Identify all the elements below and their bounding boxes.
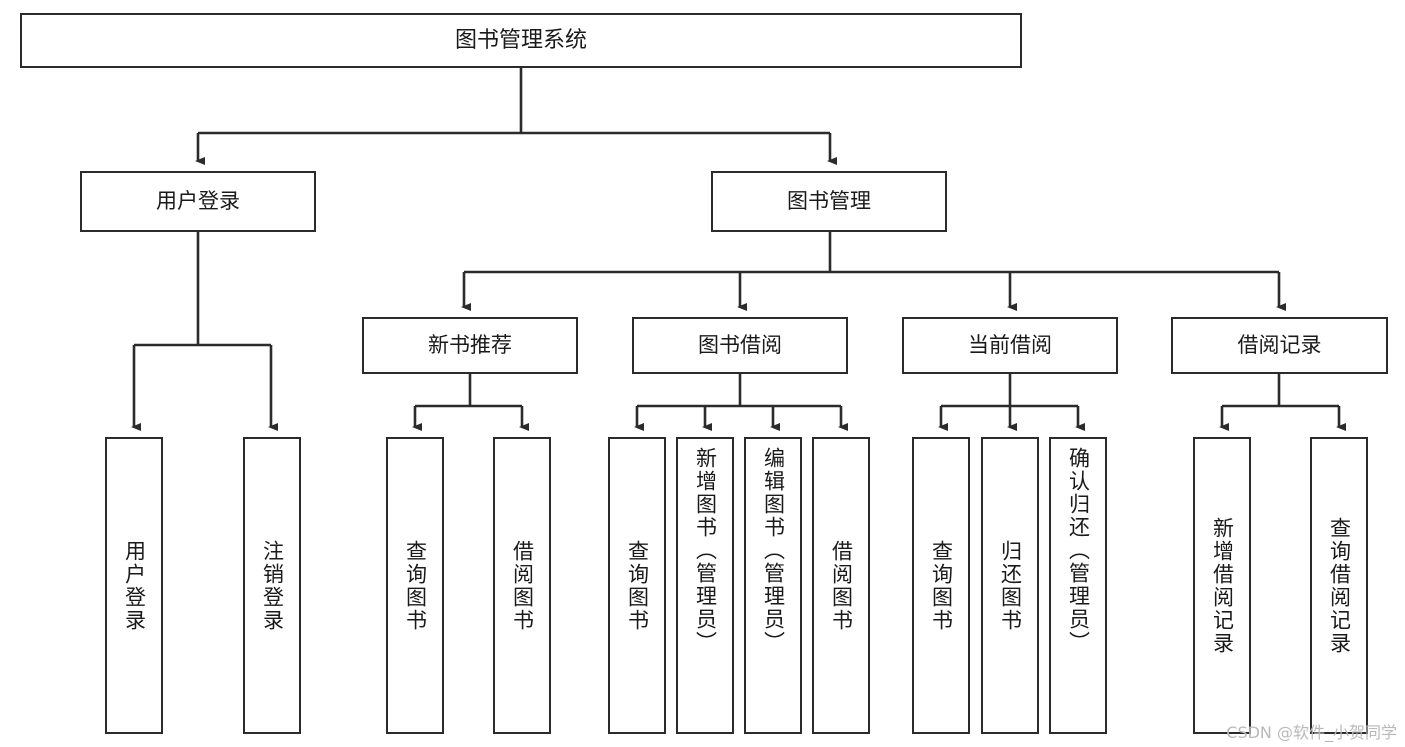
node-leaf-record-add-label: 新增借阅记录 bbox=[1210, 516, 1235, 655]
node-root[interactable]: 图书管理系统 bbox=[20, 13, 1022, 68]
node-current-borrow-label: 当前借阅 bbox=[968, 333, 1052, 358]
node-leaf-current-query-book[interactable]: 查询图书 bbox=[912, 437, 970, 734]
node-leaf-borrow-borrow-book[interactable]: 借阅图书 bbox=[812, 437, 870, 734]
node-book-borrow[interactable]: 图书借阅 bbox=[632, 317, 848, 374]
node-leaf-borrow-query-book-label: 查询图书 bbox=[625, 539, 650, 632]
node-user-login[interactable]: 用户登录 bbox=[80, 171, 316, 232]
node-leaf-current-return-book-label: 归还图书 bbox=[998, 539, 1023, 632]
node-leaf-current-return-book[interactable]: 归还图书 bbox=[981, 437, 1039, 734]
node-leaf-borrow-add-book-label: 新增图书（管理员） bbox=[693, 447, 718, 654]
node-book-management[interactable]: 图书管理 bbox=[711, 171, 947, 232]
node-current-borrow[interactable]: 当前借阅 bbox=[902, 317, 1118, 374]
node-leaf-user-login-label: 用户登录 bbox=[122, 539, 147, 632]
node-leaf-record-add[interactable]: 新增借阅记录 bbox=[1193, 437, 1251, 734]
node-leaf-current-confirm-return[interactable]: 确认归还（管理员） bbox=[1049, 437, 1107, 734]
node-leaf-record-query-label: 查询借阅记录 bbox=[1327, 516, 1352, 655]
node-leaf-borrow-edit-book-label: 编辑图书（管理员） bbox=[761, 447, 786, 654]
node-new-book-recommend[interactable]: 新书推荐 bbox=[362, 317, 578, 374]
node-leaf-borrow-add-book[interactable]: 新增图书（管理员） bbox=[676, 437, 734, 734]
node-leaf-record-query[interactable]: 查询借阅记录 bbox=[1310, 437, 1368, 734]
node-borrow-record[interactable]: 借阅记录 bbox=[1171, 317, 1388, 374]
node-book-management-label: 图书管理 bbox=[787, 189, 871, 214]
node-borrow-record-label: 借阅记录 bbox=[1237, 333, 1322, 358]
node-leaf-current-confirm-return-label: 确认归还（管理员） bbox=[1066, 447, 1091, 654]
node-leaf-user-logout-label: 注销登录 bbox=[260, 539, 285, 632]
node-leaf-current-query-book-label: 查询图书 bbox=[929, 539, 954, 632]
node-leaf-borrow-query-book[interactable]: 查询图书 bbox=[608, 437, 666, 734]
node-user-login-label: 用户登录 bbox=[156, 189, 240, 214]
node-leaf-borrow-edit-book[interactable]: 编辑图书（管理员） bbox=[744, 437, 802, 734]
node-leaf-recommend-query-book[interactable]: 查询图书 bbox=[386, 437, 444, 734]
node-book-borrow-label: 图书借阅 bbox=[698, 333, 782, 358]
node-leaf-recommend-borrow-book-label: 借阅图书 bbox=[510, 539, 535, 632]
node-leaf-recommend-borrow-book[interactable]: 借阅图书 bbox=[493, 437, 551, 734]
node-new-book-recommend-label: 新书推荐 bbox=[428, 333, 512, 358]
node-leaf-borrow-borrow-book-label: 借阅图书 bbox=[829, 539, 854, 632]
node-leaf-user-logout[interactable]: 注销登录 bbox=[243, 437, 301, 734]
node-leaf-user-login[interactable]: 用户登录 bbox=[105, 437, 163, 734]
node-root-label: 图书管理系统 bbox=[454, 27, 587, 53]
watermark: CSDN @软件_小贺同学 bbox=[1226, 723, 1397, 742]
node-leaf-recommend-query-book-label: 查询图书 bbox=[403, 539, 428, 632]
